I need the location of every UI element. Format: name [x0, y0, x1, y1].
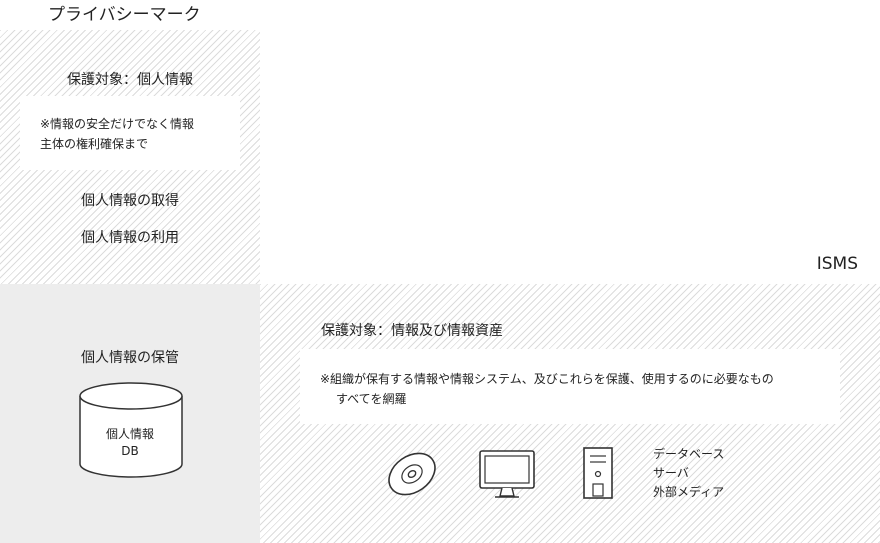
database-label: 個人情報 DB [78, 426, 182, 460]
isms-target: 保護対象：情報及び情報資産 [321, 323, 503, 339]
overlap-label: 個人情報の保管 [81, 350, 179, 366]
isms-note-box: ※組織が保有する情報や情報システム、及びこれらを保護、使用するのに必要なもの す… [300, 349, 840, 424]
isms-title: ISMS [816, 254, 858, 274]
isms-note-line2: すべてを網羅 [336, 392, 407, 406]
monitor-icon [479, 450, 535, 498]
isms-note: ※組織が保有する情報や情報システム、及びこれらを保護、使用するのに必要なもの す… [320, 369, 774, 409]
privacy-mark-target: 保護対象：個人情報 [67, 72, 193, 88]
media-item-external-media: 外部メディア [653, 485, 725, 499]
privacy-mark-title: プライバシーマーク [48, 5, 201, 25]
database-label-line2: DB [121, 444, 139, 458]
database-cylinder-icon [79, 382, 183, 478]
privacy-mark-note-line1: ※情報の安全だけでなく情報 [40, 117, 195, 131]
media-item-server: サーバ [653, 466, 689, 480]
isms-note-line1: ※組織が保有する情報や情報システム、及びこれらを保護、使用するのに必要なもの [320, 372, 774, 386]
privacy-mark-item-acquire: 個人情報の取得 [81, 193, 179, 209]
privacy-mark-note-line2: 主体の権利確保まで [40, 137, 149, 151]
isms-media-list: データベース サーバ 外部メディア [653, 445, 724, 502]
privacy-mark-item-use: 個人情報の利用 [81, 230, 179, 246]
privacy-mark-note-box: ※情報の安全だけでなく情報 主体の権利確保まで [20, 96, 240, 170]
database-label-line1: 個人情報 [105, 427, 154, 441]
media-item-database: データベース [653, 447, 725, 461]
privacy-mark-note: ※情報の安全だけでなく情報 主体の権利確保まで [40, 114, 194, 154]
disc-icon [388, 452, 436, 496]
server-tower-icon [583, 447, 613, 499]
